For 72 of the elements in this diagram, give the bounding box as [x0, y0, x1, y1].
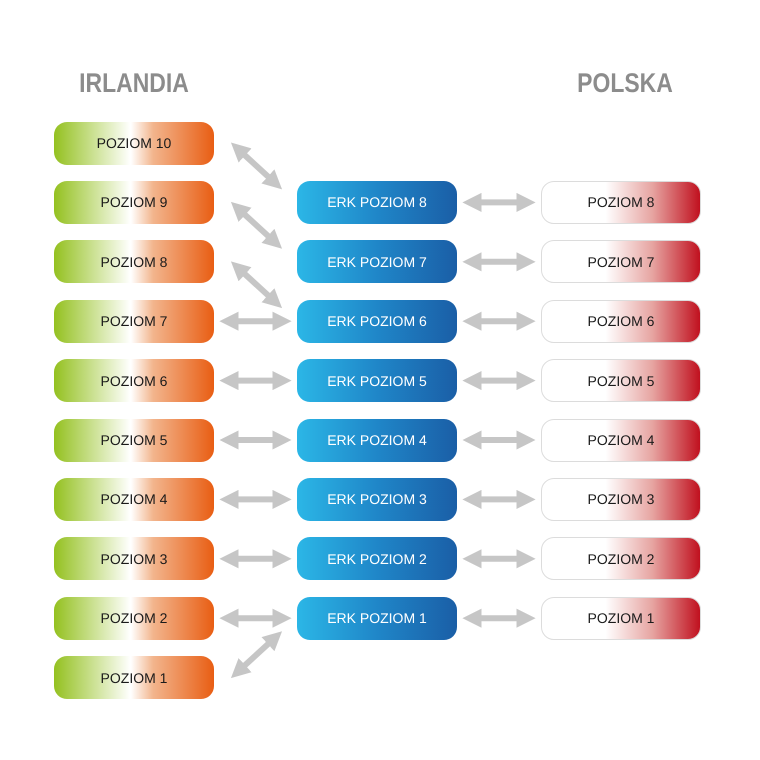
erk-level-box [297, 240, 457, 284]
double-arrow [230, 631, 282, 678]
level-label: ERK POZIOM 1 [327, 610, 427, 626]
level-label: ERK POZIOM 2 [327, 550, 427, 567]
level-label: POZIOM 4 [588, 432, 654, 448]
level-box [54, 300, 214, 343]
erk-level-box [297, 359, 457, 402]
double-arrow [462, 252, 536, 272]
erk-level-box [297, 478, 457, 521]
level-label: POZIOM 1 [588, 610, 654, 626]
double-arrow [462, 490, 536, 509]
level-box [54, 359, 214, 402]
double-arrow [219, 371, 292, 390]
level-box [541, 300, 701, 343]
level-box [541, 537, 701, 580]
double-arrow [219, 608, 292, 628]
double-arrow [462, 192, 536, 212]
level-box [54, 418, 214, 462]
level-label: ERK POZIOM 5 [327, 372, 427, 389]
level-label: ERK POZIOM 7 [327, 254, 427, 270]
level-label: POZIOM 1 [100, 670, 168, 686]
double-arrow [462, 430, 536, 450]
level-box [541, 478, 701, 521]
level-label: POZIOM 2 [588, 550, 654, 567]
double-arrow [462, 312, 536, 331]
erk-level-box [297, 596, 457, 640]
level-box [54, 656, 214, 700]
level-box [54, 240, 214, 284]
level-box [54, 478, 214, 521]
level-box [54, 596, 214, 640]
level-label: POZIOM 5 [588, 372, 654, 389]
erk-level-box [297, 418, 457, 462]
level-label: POZIOM 7 [100, 313, 168, 330]
level-label: POZIOM 8 [100, 254, 168, 270]
level-label: POZIOM 4 [100, 491, 168, 508]
level-label: ERK POZIOM 8 [327, 194, 427, 210]
level-label: POZIOM 6 [100, 372, 168, 389]
level-box [541, 359, 701, 402]
level-label: POZIOM 3 [588, 491, 654, 508]
level-box [54, 537, 214, 580]
column-heading: POLSKA [577, 68, 673, 99]
level-label: ERK POZIOM 3 [327, 491, 427, 508]
level-label: POZIOM 8 [588, 194, 654, 210]
erk-level-box [297, 180, 457, 224]
double-arrow [462, 608, 536, 628]
double-arrow [462, 371, 536, 390]
level-label: POZIOM 2 [100, 610, 168, 626]
level-label: POZIOM 3 [100, 550, 168, 567]
level-box [541, 596, 701, 640]
level-box [54, 180, 214, 224]
double-arrow [230, 261, 282, 308]
level-box [541, 180, 701, 224]
level-box [54, 122, 214, 164]
double-arrow [219, 430, 292, 450]
level-box [541, 240, 701, 284]
level-label: POZIOM 7 [588, 254, 654, 270]
level-label: POZIOM 6 [588, 313, 654, 330]
column-heading: IRLANDIA [79, 68, 189, 99]
double-arrow [219, 490, 292, 509]
double-arrow [219, 549, 292, 568]
level-label: POZIOM 10 [96, 135, 172, 151]
level-label: ERK POZIOM 6 [327, 313, 427, 330]
double-arrow [462, 549, 536, 568]
double-arrow [230, 142, 282, 190]
double-arrow [219, 312, 292, 331]
level-label: ERK POZIOM 4 [327, 432, 427, 448]
level-label: POZIOM 9 [100, 194, 168, 210]
erk-level-box [297, 300, 457, 343]
level-label: POZIOM 5 [100, 432, 168, 448]
double-arrow [230, 202, 282, 249]
erk-level-box [297, 537, 457, 580]
level-box [541, 418, 701, 462]
